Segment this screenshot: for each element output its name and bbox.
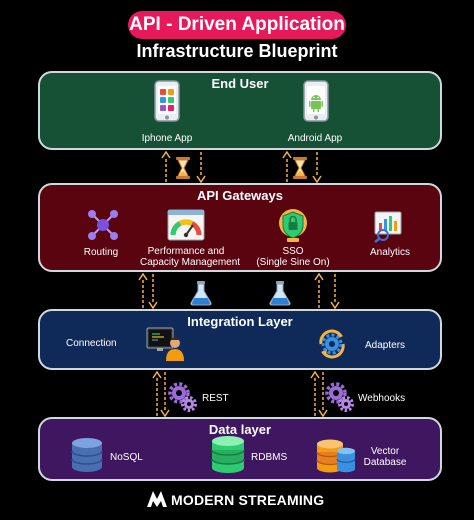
integration-layer-title: Integration Layer — [187, 314, 293, 329]
webhooks-label: Webhooks — [358, 393, 406, 404]
performance-label-line2: Capacity Management — [140, 257, 241, 268]
data-layer-title: Data layer — [208, 422, 272, 437]
flask-icon — [269, 281, 291, 306]
analytics-label: Analytics — [369, 247, 410, 258]
vector-database-label-line2: Database — [363, 457, 407, 468]
sso-label-line2: (Single Sine On) — [256, 257, 330, 268]
dashed-arrow-down-left — [160, 372, 170, 417]
webhooks-gears-icon — [325, 382, 354, 412]
flask-icon — [190, 281, 212, 306]
hourglass-icon — [176, 157, 190, 179]
analytics-chart-icon — [374, 211, 402, 243]
hourglass-icon — [293, 157, 307, 179]
rdbms-database-icon — [211, 436, 245, 473]
nosql-label: NoSQL — [110, 452, 143, 463]
dashed-arrow-up-left — [138, 273, 148, 308]
iphone-app-label: Iphone App — [141, 133, 193, 144]
footer-brand: MODERN STREAMING — [0, 489, 474, 509]
dashed-arrow-up-right — [314, 273, 324, 308]
routing-network-icon — [88, 210, 118, 240]
dashed-arrow-down-left — [196, 152, 206, 183]
android-app-label: Android App — [287, 133, 343, 144]
end-user-layer: End User — [38, 71, 442, 150]
page-title: API - Driven Application — [128, 11, 346, 39]
end-user-title: End User — [211, 76, 269, 91]
dashed-arrow-down-left — [148, 274, 158, 309]
dashed-arrow-up-left — [152, 371, 162, 416]
dashed-arrow-up-left — [161, 151, 171, 182]
performance-label-line1: Performance and — [147, 246, 225, 257]
sso-label-line1: SSO — [282, 246, 304, 257]
dashed-arrow-down-right — [330, 274, 340, 309]
routing-label: Routing — [83, 247, 119, 258]
dashed-arrow-up-right — [282, 151, 292, 182]
sso-shield-icon — [279, 209, 307, 242]
adapters-gear-cycle-icon — [319, 329, 345, 359]
vector-database-icon — [316, 439, 356, 473]
performance-gauge-icon — [167, 209, 205, 241]
iphone-app-icon — [154, 80, 180, 122]
dashed-arrow-up-right — [310, 371, 320, 416]
vector-database-label-line1: Vector — [370, 446, 400, 457]
android-app-icon — [303, 80, 329, 122]
dashed-arrow-down-right — [318, 372, 328, 417]
adapters-label: Adapters — [365, 340, 406, 351]
rest-gears-icon — [168, 382, 197, 412]
dashed-arrow-down-right — [312, 152, 322, 183]
nosql-database-icon — [71, 438, 103, 472]
connection-label: Connection — [66, 338, 117, 349]
integration-layer: Integration Layer — [38, 309, 442, 370]
rest-label: REST — [202, 393, 229, 404]
modern-streaming-logo-icon — [147, 491, 167, 507]
api-gateways-title: API Gateways — [197, 188, 283, 203]
page-subtitle: Infrastructure Blueprint — [136, 41, 338, 61]
rdbms-label: RDBMS — [251, 452, 288, 463]
developer-connection-icon — [146, 327, 184, 361]
footer-brand-text: MODERN STREAMING — [171, 492, 325, 508]
